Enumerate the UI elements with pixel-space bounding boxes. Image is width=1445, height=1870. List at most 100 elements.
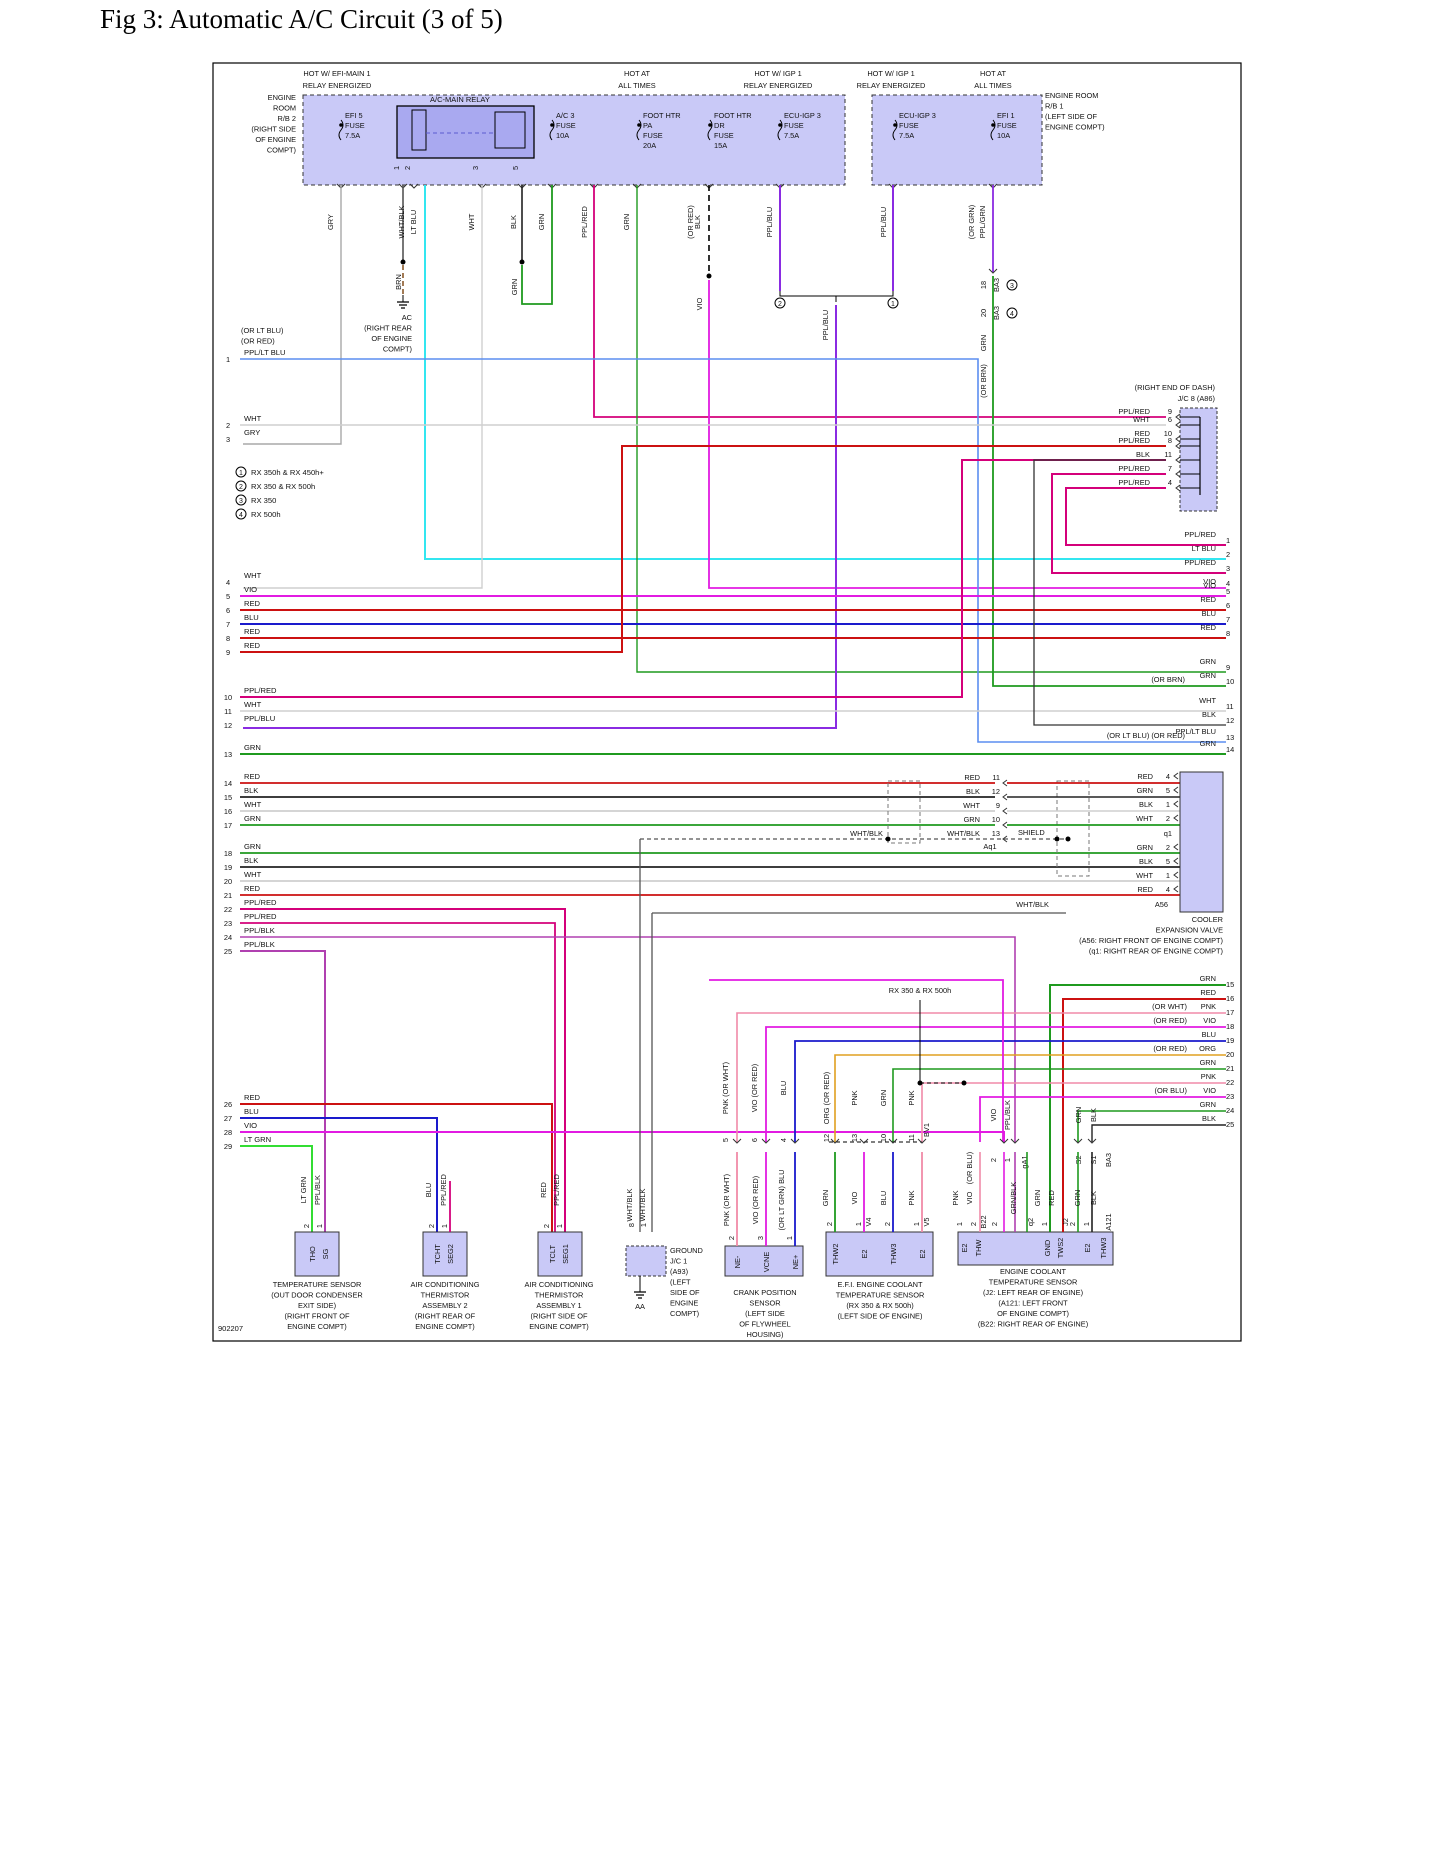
top-wire-label: WHT xyxy=(467,213,476,230)
row-wire-label: RED xyxy=(244,599,261,608)
component-name: COMPT) xyxy=(670,1309,699,1318)
wire-label: GRN xyxy=(979,335,988,351)
fuse-terminal xyxy=(778,123,782,127)
fuse-icon xyxy=(777,119,783,141)
wire-label: BLU xyxy=(779,1081,788,1095)
top-wire-label: GRY xyxy=(326,214,335,230)
connector-label: J2 xyxy=(1061,1218,1070,1226)
wire-label: PPL/RED xyxy=(439,1174,448,1206)
right-row-label: GRN xyxy=(1200,1058,1216,1067)
pin-label: 11 xyxy=(907,1134,916,1142)
component-name: HOUSING) xyxy=(747,1330,784,1339)
right-row-number: 3 xyxy=(1226,564,1230,573)
component-name: ASSEMBLY 2 xyxy=(422,1301,467,1310)
row-number: 16 xyxy=(224,807,232,816)
engine-room-rb1-box xyxy=(871,94,1043,186)
component-name: (RIGHT SIDE OF xyxy=(531,1312,588,1321)
row-number: 1 xyxy=(226,355,230,364)
right-row-label: GRN xyxy=(1200,657,1216,666)
cooler-expansion-valve-box xyxy=(1179,771,1224,913)
connector-icon xyxy=(1010,1138,1020,1144)
row-wire-label: BLU xyxy=(244,613,259,622)
connector-icon xyxy=(1002,821,1008,829)
row-number: 25 xyxy=(224,947,232,956)
fuse-label: ECU-IGP 3 xyxy=(784,111,821,120)
fuse-icon xyxy=(636,119,642,141)
fuse-label: 20A xyxy=(643,141,656,150)
valve-right-pin: 4 xyxy=(1166,772,1170,781)
rb2-note: (RIGHT SIDE xyxy=(251,125,296,134)
variant-marker xyxy=(235,508,247,520)
component-pin-number: 1 xyxy=(555,1224,564,1228)
variant-text: RX 350h & RX 450h+ xyxy=(251,468,324,477)
power-header: HOT AT xyxy=(624,69,650,78)
row-wire-label: PPL/RED xyxy=(244,898,277,907)
wire-label: VIO xyxy=(850,1191,859,1204)
jc8-pin: 4 xyxy=(1168,478,1172,487)
engine-coolant-sensor-box xyxy=(957,1231,1114,1266)
fuse-label: 15A xyxy=(714,141,727,150)
component-name: SENSOR xyxy=(749,1299,780,1308)
wire xyxy=(424,185,1226,560)
wire-label: GRN/BLK xyxy=(1009,1182,1018,1215)
right-row-label: GRN xyxy=(1200,1100,1216,1109)
pin-label: 5 xyxy=(721,1138,730,1142)
component-pin-number: 1 xyxy=(955,1222,964,1226)
wire xyxy=(765,1026,1226,1142)
junction-dot xyxy=(400,259,406,265)
row-wire-label: PPL/RED xyxy=(244,686,277,695)
pin-label: 20 xyxy=(979,309,988,317)
ac-main-relay-icon xyxy=(396,105,535,159)
right-row-label: RED xyxy=(1200,988,1216,997)
row-wire-label: RED xyxy=(244,772,261,781)
row-number: 23 xyxy=(224,919,232,928)
right-row-alt: (OR BLU) xyxy=(1155,1086,1187,1095)
right-row-number: 24 xyxy=(1226,1106,1234,1115)
right-row-label: VIO xyxy=(1203,577,1216,586)
component-pin-number: 2 xyxy=(542,1224,551,1228)
right-row-number: 14 xyxy=(1226,745,1234,754)
row-number: 19 xyxy=(224,863,232,872)
top-wire-label: GRN xyxy=(622,214,631,230)
crank-position-sensor-box xyxy=(724,1245,804,1277)
valve-left-label: WHT xyxy=(963,801,980,810)
fuse-label: 7.5A xyxy=(345,131,360,140)
row-number: 27 xyxy=(224,1114,232,1123)
jc8-pin: 7 xyxy=(1168,464,1172,473)
junction-dot xyxy=(885,836,891,842)
component-pin-number: 2 xyxy=(969,1222,978,1226)
component-pin-number: 2 xyxy=(883,1222,892,1226)
right-row-label: RED xyxy=(1200,595,1216,604)
right-row-number: 22 xyxy=(1226,1078,1234,1087)
right-row-alt: (OR BRN) xyxy=(1151,675,1185,684)
row-number: 26 xyxy=(224,1100,232,1109)
wire-label: GRN xyxy=(1074,1107,1083,1123)
component-pin-name: TCLT xyxy=(548,1245,557,1263)
fuse-icon xyxy=(707,119,713,141)
jc8-sub: J/C 8 (A86) xyxy=(1178,394,1215,403)
wire-label: BLU xyxy=(879,1191,888,1205)
variant-number: 3 xyxy=(1010,283,1014,290)
top-wire-label: BLK xyxy=(509,215,518,229)
wire-label: PNK xyxy=(951,1190,960,1205)
wire xyxy=(243,185,342,445)
row-wire-label: VIO xyxy=(244,585,257,594)
wire-label: PNK (OR WHT) xyxy=(721,1062,730,1114)
valve-right-pin: 5 xyxy=(1166,857,1170,866)
row-number: 21 xyxy=(224,891,232,900)
connector-icon xyxy=(1173,786,1179,794)
component-name: EXIT SIDE) xyxy=(298,1301,336,1310)
component-pin-number: 8 xyxy=(627,1223,636,1227)
diagram-frame xyxy=(212,62,1242,1342)
component-name: AIR CONDITIONING xyxy=(525,1280,594,1289)
component-name: ASSEMBLY 1 xyxy=(536,1301,581,1310)
right-row-alt: (OR LT BLU) (OR RED) xyxy=(1107,731,1185,740)
valve-name: EXPANSION VALVE xyxy=(1156,926,1223,935)
row-wire-label: GRN xyxy=(244,842,261,851)
wire xyxy=(709,979,1004,1142)
junction-dot xyxy=(1065,836,1071,842)
wire xyxy=(834,1054,1226,1142)
fuse-terminal xyxy=(550,123,554,127)
row-wire-label: PPL/RED xyxy=(244,912,277,921)
rb2-note: ENGINE xyxy=(268,93,296,102)
